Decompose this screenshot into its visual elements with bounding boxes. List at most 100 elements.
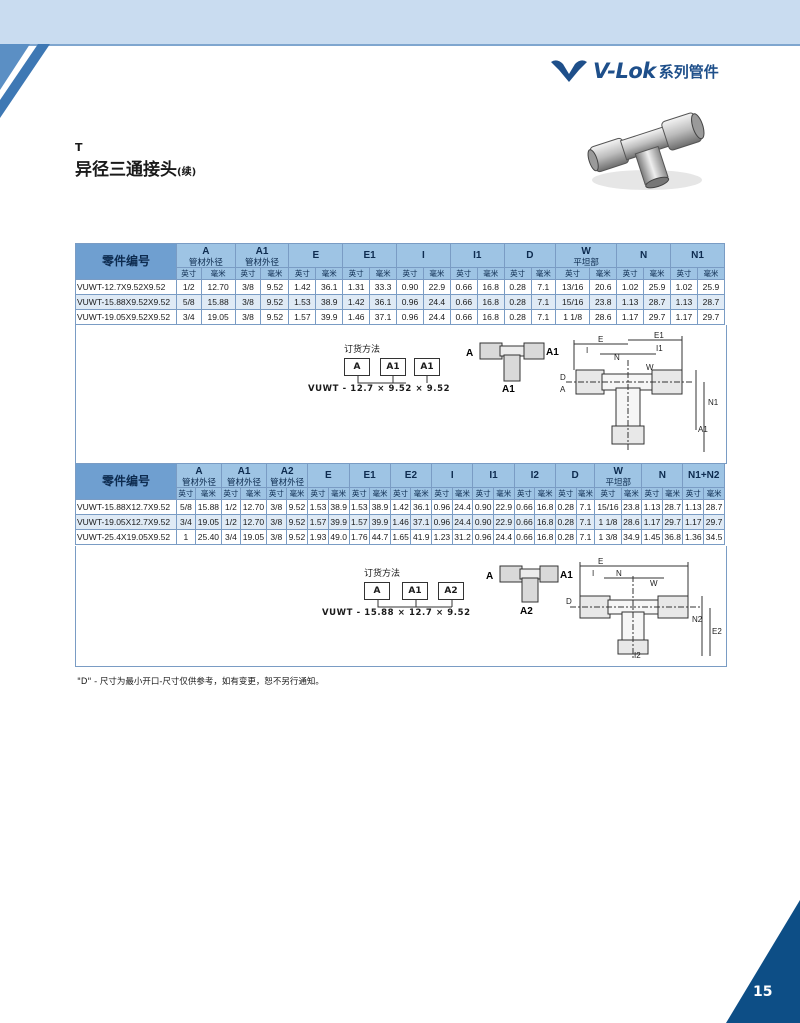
dim-label: E1 [654,331,664,340]
value-cell: 0.66 [449,279,478,295]
value-cell: 1.31 [342,279,371,295]
fitting-sketch-2: A A1 A2 [486,565,573,617]
unit-header: 毫米 [422,267,451,280]
drawing-panel-2: 订货方法 A A1 A2 VUWT - 15.88 × 12.7 × 9.52 … [75,546,727,667]
fitting-sketch-1: A A1 A1 [466,342,559,395]
value-cell: 7.1 [530,279,557,295]
value-cell: 3/4 [176,309,202,325]
unit-header: 英寸 [221,487,241,500]
value-cell: 16.8 [534,499,556,515]
unit-header: 英寸 [342,267,371,280]
value-cell: 31.2 [451,529,474,545]
col-part-header: 零件编号 [75,463,177,500]
value-cell: 1.13 [669,294,698,310]
value-cell: 33.3 [369,279,398,295]
value-cell: 1.42 [389,499,412,515]
dim-label: N1 [708,398,719,407]
col-header: I1 [472,463,515,488]
value-cell: 1.45 [641,529,663,545]
value-cell: 0.90 [472,514,494,530]
order-label: 订货方法 [364,569,401,579]
value-cell: 1/2 [221,514,241,530]
value-cell: 9.52 [285,529,309,545]
value-cell: 19.05 [194,514,223,530]
value-cell: 1.57 [288,309,317,325]
value-cell: 0.96 [396,309,424,325]
unit-header: 毫米 [315,267,344,280]
value-cell: 44.7 [369,529,391,545]
value-cell: 12.70 [200,279,236,295]
label-a: A [466,348,473,359]
value-cell: 15/16 [594,499,622,515]
value-cell: 36.1 [410,499,433,515]
value-cell: 37.1 [369,309,398,325]
value-cell: 12.70 [239,514,268,530]
value-cell: 7.1 [530,294,557,310]
value-cell: 3/8 [234,294,262,310]
value-cell: 1.46 [389,514,412,530]
value-cell: 15.88 [200,294,236,310]
value-cell: 38.9 [369,499,391,515]
col-header: I [431,463,474,488]
col-header: E2 [389,463,433,488]
unit-header: 英寸 [348,487,371,500]
value-cell: 13/16 [555,279,591,295]
brand-series: 系列管件 [658,62,719,81]
unit-header: 毫米 [369,267,398,280]
value-cell: 28.7 [643,294,671,310]
value-cell: 7.1 [530,309,557,325]
value-cell: 1.02 [669,279,698,295]
dim-label: W [650,579,658,588]
value-cell: 19.05 [200,309,236,325]
product-code: T [75,141,83,154]
value-cell: 1.17 [682,514,705,530]
unit-header: 英寸 [176,267,202,280]
col-header: E [307,463,350,488]
value-cell: 1.17 [616,309,645,325]
value-cell: 1.46 [342,309,371,325]
value-cell: 7.1 [575,514,596,530]
value-cell: 1.13 [682,499,705,515]
unit-header: 毫米 [260,267,290,280]
value-cell: 7.1 [575,529,596,545]
value-cell: 25.40 [194,529,223,545]
unit-header: 毫米 [492,487,515,500]
value-cell: 1.17 [669,309,698,325]
value-cell: 25.9 [643,279,671,295]
value-cell: 1.23 [431,529,453,545]
dim-label: I2 [634,651,641,660]
value-cell: 29.7 [703,514,725,530]
corner-stripes [0,44,50,118]
label-a1: A1 [560,570,573,581]
brand-logo: V-Lok 系列管件 [549,56,719,86]
value-cell: 1.65 [389,529,412,545]
value-cell: 16.8 [534,514,556,530]
value-cell: 38.9 [315,294,344,310]
value-cell: 1 1/8 [555,309,591,325]
value-cell: 1 1/8 [594,514,622,530]
value-cell: 1.76 [348,529,371,545]
dim-label: E [598,335,603,344]
unit-header: 英寸 [288,267,317,280]
col-header: N1 [669,243,726,268]
unit-header: 毫米 [194,487,223,500]
value-cell: 0.28 [503,309,532,325]
value-cell: 39.9 [315,309,344,325]
order-box: A1 [380,358,406,376]
dimension-drawing-1: E E1 I I1 N N1 W D A A1 [560,331,719,452]
unit-header: 毫米 [285,487,309,500]
value-cell: 0.90 [472,499,494,515]
unit-header: 毫米 [534,487,556,500]
value-cell: 36.1 [315,279,344,295]
value-cell: 3/8 [266,514,287,530]
value-cell: 1.36 [682,529,705,545]
value-cell: 9.52 [285,514,309,530]
value-cell: 28.6 [589,309,618,325]
